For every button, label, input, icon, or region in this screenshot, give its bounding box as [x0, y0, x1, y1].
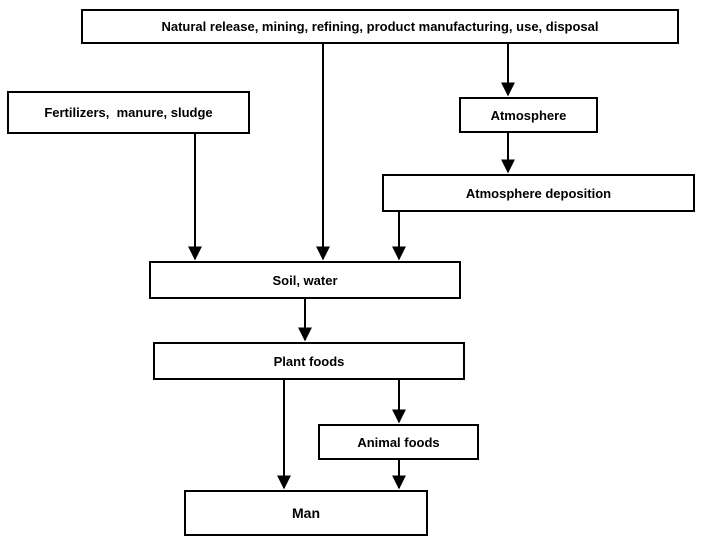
node-soil-water-label: Soil, water	[272, 272, 338, 288]
node-atmosphere: Atmosphere	[459, 97, 598, 133]
node-fertilizers: Fertilizers, manure, sludge	[7, 91, 250, 134]
node-plant-foods: Plant foods	[153, 342, 465, 380]
node-atmosphere-deposition: Atmosphere deposition	[382, 174, 695, 212]
node-man-label: Man	[292, 505, 320, 521]
node-animal-foods-label: Animal foods	[357, 434, 440, 450]
node-fertilizers-label: Fertilizers, manure, sludge	[44, 105, 213, 120]
node-soil-water: Soil, water	[149, 261, 461, 299]
node-animal-foods: Animal foods	[318, 424, 479, 460]
node-atmosphere-label: Atmosphere	[490, 107, 567, 123]
node-plant-foods-label: Plant foods	[273, 353, 345, 369]
node-source: Natural release, mining, refining, produ…	[81, 9, 679, 44]
node-deposition-label: Atmosphere deposition	[465, 185, 612, 201]
node-source-label: Natural release, mining, refining, produ…	[161, 19, 599, 34]
node-man: Man	[184, 490, 428, 536]
